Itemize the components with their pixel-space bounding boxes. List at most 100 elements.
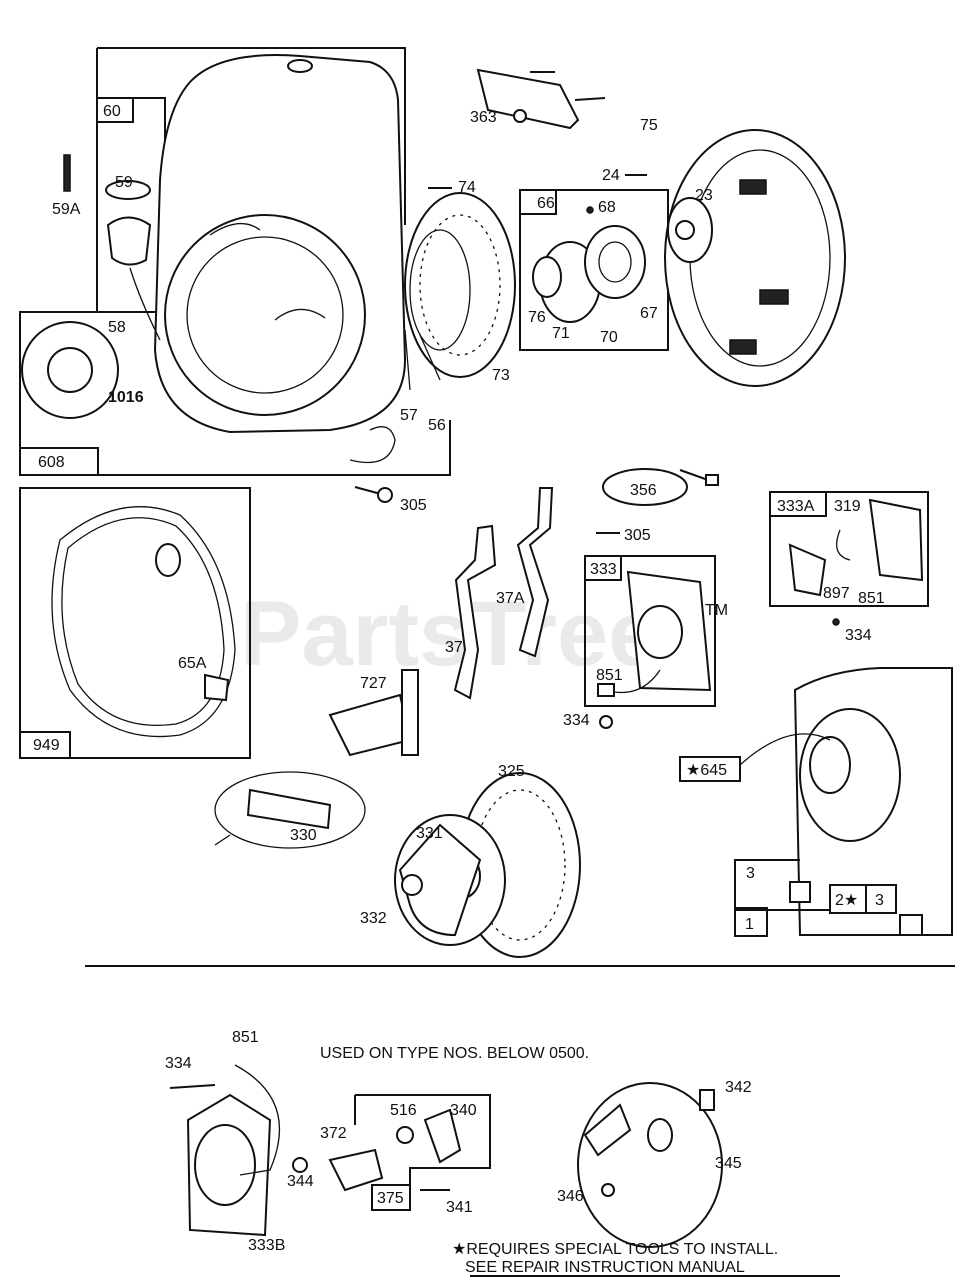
box-608-label-frame: [19, 447, 99, 476]
coil-body: [246, 788, 332, 830]
callout-334-c: 334: [165, 1055, 192, 1072]
lead-terminal: [679, 469, 709, 481]
screw-334-c: [169, 1084, 216, 1089]
clutch-assembly-70: [584, 225, 646, 299]
callout-344: 344: [287, 1173, 314, 1190]
air-vane-37: [453, 524, 497, 700]
callout-325: 325: [498, 763, 525, 780]
bolt-305-a-head: [377, 487, 393, 503]
screen-mesh: [419, 214, 501, 356]
box-333-outline: [584, 555, 716, 707]
blower-housing-group: [19, 47, 516, 476]
starter-tab-right: [274, 308, 326, 321]
starter-tab-top: [209, 223, 261, 236]
callout-345: 345: [715, 1155, 742, 1172]
callout-71: 71: [552, 325, 570, 342]
cover-hole: [647, 1118, 673, 1152]
callout-330: 330: [290, 827, 317, 844]
bracket-nut: [513, 109, 527, 123]
bearing-block-2: [899, 914, 923, 936]
clutch-core: [598, 241, 632, 283]
box-375-label-frame: [371, 1184, 411, 1211]
callout-727: 727: [360, 675, 387, 692]
callout-76: 76: [528, 309, 546, 326]
coil-330: [214, 771, 366, 849]
cover-345: [577, 1082, 723, 1248]
pulley-group: [394, 772, 581, 958]
ground-lead-356: [602, 468, 688, 506]
callout-608: 608: [38, 454, 65, 471]
housing-grip-notch: [287, 59, 313, 73]
oil-seal-bore: [47, 347, 93, 393]
armature-group-333a: [769, 491, 929, 607]
armature-333b-coil: [194, 1124, 256, 1206]
callout-340: 340: [450, 1102, 477, 1119]
screw-334-a: [832, 618, 840, 626]
part-516: [396, 1126, 414, 1144]
fin-3: [729, 339, 757, 355]
bearing-block-3: [789, 881, 811, 903]
breaker-group-375: [328, 1094, 491, 1211]
callout-3-a: 3: [746, 865, 755, 882]
ball-68: [586, 206, 594, 214]
crankcase-seal: [809, 736, 851, 794]
starter-handle: [106, 216, 152, 266]
note-see-manual: SEE REPAIR INSTRUCTION MANUAL: [465, 1259, 745, 1276]
callout-333: 333: [590, 561, 617, 578]
box-333-label-frame: [584, 555, 622, 581]
starter-springs: [404, 329, 441, 391]
callout-334-a: 334: [845, 627, 872, 644]
callout-333a: 333A: [777, 498, 815, 515]
callout-645: ★645: [686, 762, 727, 779]
callout-74: 74: [458, 179, 476, 196]
callout-65a: 65A: [178, 655, 207, 672]
callout-333b: 333B: [248, 1237, 285, 1254]
plug-342: [699, 1089, 715, 1111]
callout-66: 66: [537, 195, 555, 212]
callout-56: 56: [428, 417, 446, 434]
callout-75: 75: [640, 117, 658, 134]
flywheel: [625, 129, 846, 387]
coil-lead: [214, 834, 231, 846]
air-guide-plate: [401, 669, 419, 756]
callout-1016: 1016: [108, 389, 144, 406]
box-66-label-frame: [519, 189, 557, 215]
starter-rope: [129, 267, 161, 341]
callout-3-b: 3: [875, 892, 884, 909]
wire-harness-inner: [61, 517, 225, 727]
nut-332: [401, 874, 423, 896]
flywheel-bore: [675, 220, 695, 240]
air-vanes: [453, 487, 554, 700]
armature-coil: [637, 605, 683, 659]
harness-tie: [155, 543, 181, 577]
starter-handle-insert: [105, 180, 151, 200]
callout-58: 58: [108, 319, 126, 336]
callout-342: 342: [725, 1079, 752, 1096]
box-1-label-frame: [734, 907, 768, 937]
callout-897: 897: [823, 585, 850, 602]
callout-2: 2★: [835, 892, 858, 909]
callout-37a: 37A: [496, 590, 525, 607]
flywheel-body: [664, 129, 846, 387]
callout-60: 60: [103, 103, 121, 120]
harness-group-949: [19, 487, 251, 759]
plunger-372: [328, 1148, 384, 1192]
starter-inner-ring: [186, 236, 344, 394]
callout-319: 319: [834, 498, 861, 515]
box-3b-label-frame: [865, 884, 897, 914]
handle-pin: [63, 154, 71, 192]
callout-305-a: 305: [400, 497, 427, 514]
box-333a-label-frame: [769, 491, 827, 517]
cover-tab: [583, 1103, 632, 1157]
callout-334-b: 334: [563, 712, 590, 729]
callout-851-a: 851: [858, 590, 885, 607]
part-340: [423, 1108, 462, 1164]
bracket-363: [476, 68, 606, 130]
callout-851-b: 851: [596, 667, 623, 684]
callout-516: 516: [390, 1102, 417, 1119]
callout-372: 372: [320, 1125, 347, 1142]
callout-332: 332: [360, 910, 387, 927]
crankcase-group: [679, 667, 953, 937]
callout-331: 331: [416, 825, 443, 842]
